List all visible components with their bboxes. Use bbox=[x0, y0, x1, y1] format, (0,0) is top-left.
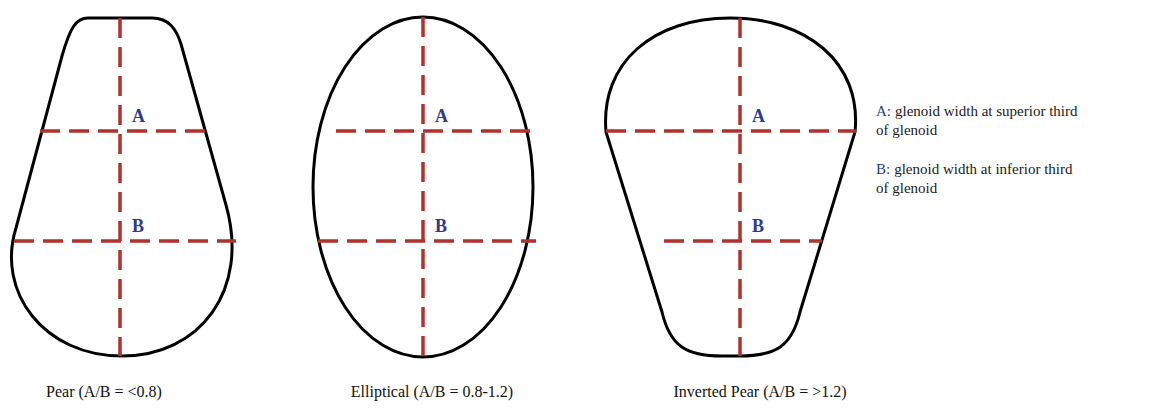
measure-line bbox=[318, 239, 536, 243]
measure-letter: A bbox=[752, 106, 765, 126]
key-letter: B: bbox=[876, 161, 890, 177]
measure-line bbox=[421, 17, 425, 357]
glenoid-outline bbox=[290, 0, 580, 415]
glenoid-shape: A B Pear (A/B = <0.8) bbox=[0, 0, 290, 415]
glenoid-contour bbox=[11, 18, 232, 356]
measure-letter: B bbox=[752, 216, 764, 236]
measure-line bbox=[336, 129, 538, 133]
measure-line bbox=[738, 18, 742, 356]
key-entry: B:glenoid width at inferior third of gle… bbox=[876, 160, 1088, 198]
glenoid-shape: A B Elliptical (A/B = 0.8-1.2) bbox=[290, 0, 580, 415]
measure-line bbox=[118, 18, 122, 356]
measure-letter: A bbox=[435, 106, 448, 126]
key-letter: A: bbox=[876, 103, 891, 119]
measure-letter: B bbox=[132, 216, 144, 236]
measure-line bbox=[40, 129, 206, 133]
shape-caption: Elliptical (A/B = 0.8-1.2) bbox=[351, 382, 513, 402]
measure-letter: A bbox=[132, 106, 145, 126]
glenoid-shape: A B Inverted Pear (A/B = >1.2) bbox=[590, 0, 870, 415]
glenoid-contour bbox=[313, 17, 533, 357]
measure-line bbox=[664, 239, 822, 243]
key-description: glenoid width at superior third of gleno… bbox=[876, 103, 1077, 138]
measure-letter: B bbox=[435, 216, 447, 236]
shape-caption: Inverted Pear (A/B = >1.2) bbox=[673, 382, 846, 402]
glenoid-outline bbox=[590, 0, 870, 415]
measure-line bbox=[14, 239, 236, 243]
measure-line bbox=[606, 129, 856, 133]
shape-caption: Pear (A/B = <0.8) bbox=[46, 382, 162, 402]
glenoid-outline bbox=[0, 0, 290, 415]
key-entry: A:glenoid width at superior third of gle… bbox=[876, 102, 1088, 140]
glenoid-contour bbox=[606, 18, 856, 356]
key-description: glenoid width at inferior third of gleno… bbox=[876, 161, 1072, 196]
